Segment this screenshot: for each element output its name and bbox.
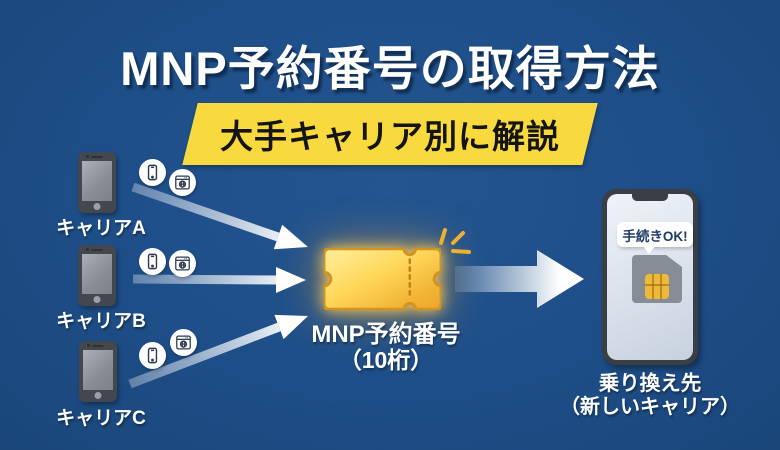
smartphone-icon <box>139 342 166 369</box>
ticket-label: MNP予約番号 （10桁） <box>294 322 478 373</box>
destination-label-line1: 乗り換え先 <box>598 372 702 395</box>
phone-camera-dot <box>86 155 89 158</box>
phone-home-button <box>93 203 101 210</box>
phone-camera-dot <box>86 248 89 251</box>
procedure-ok-bubble: 手続きOK! <box>617 222 693 254</box>
phone-screen <box>82 161 112 201</box>
phone-home-button <box>94 392 102 399</box>
sparkle-icon <box>439 228 471 254</box>
browser-globe-icon <box>170 329 197 356</box>
carrier-c-phone-icon <box>79 341 117 402</box>
phone-notch <box>632 194 668 201</box>
browser-globe-icon <box>169 169 196 196</box>
phone-speaker <box>91 249 103 251</box>
smartphone-icon <box>139 159 166 186</box>
carrier-b-label: キャリアB <box>56 311 146 332</box>
carrier-c-label: キャリアC <box>56 408 146 429</box>
sim-chip <box>645 274 669 299</box>
phone-speaker <box>91 156 103 158</box>
golden-ticket-icon <box>324 248 441 310</box>
smartphone-icon <box>139 248 166 275</box>
carrier-a-phone-icon <box>78 152 116 213</box>
destination-label: 乗り換え先 （新しいキャリア） <box>552 372 748 419</box>
carrier-a-label: キャリアA <box>56 218 146 239</box>
phone-home-button <box>93 296 101 303</box>
carrier-b-phone-icon <box>78 245 116 306</box>
page-title: MNP予約番号の取得方法 <box>120 42 660 95</box>
arrow-to-destination <box>455 250 584 308</box>
phone-speaker <box>92 345 104 347</box>
sim-card-icon <box>632 255 682 303</box>
browser-globe-icon <box>169 250 196 277</box>
destination-label-line2: （新しいキャリア） <box>560 395 740 418</box>
ticket-label-line2: （10桁） <box>338 346 434 373</box>
phone-screen <box>82 254 112 294</box>
ticket-label-line1: MNP予約番号 <box>311 321 461 348</box>
subtitle-badge: 大手キャリア別に解説 <box>182 103 598 165</box>
phone-camera-dot <box>87 344 90 347</box>
phone-screen <box>83 350 113 390</box>
bubble-tail <box>643 246 655 254</box>
procedure-ok-text: 手続きOK! <box>622 228 688 244</box>
subtitle-badge-label: 大手キャリア別に解説 <box>220 118 560 155</box>
